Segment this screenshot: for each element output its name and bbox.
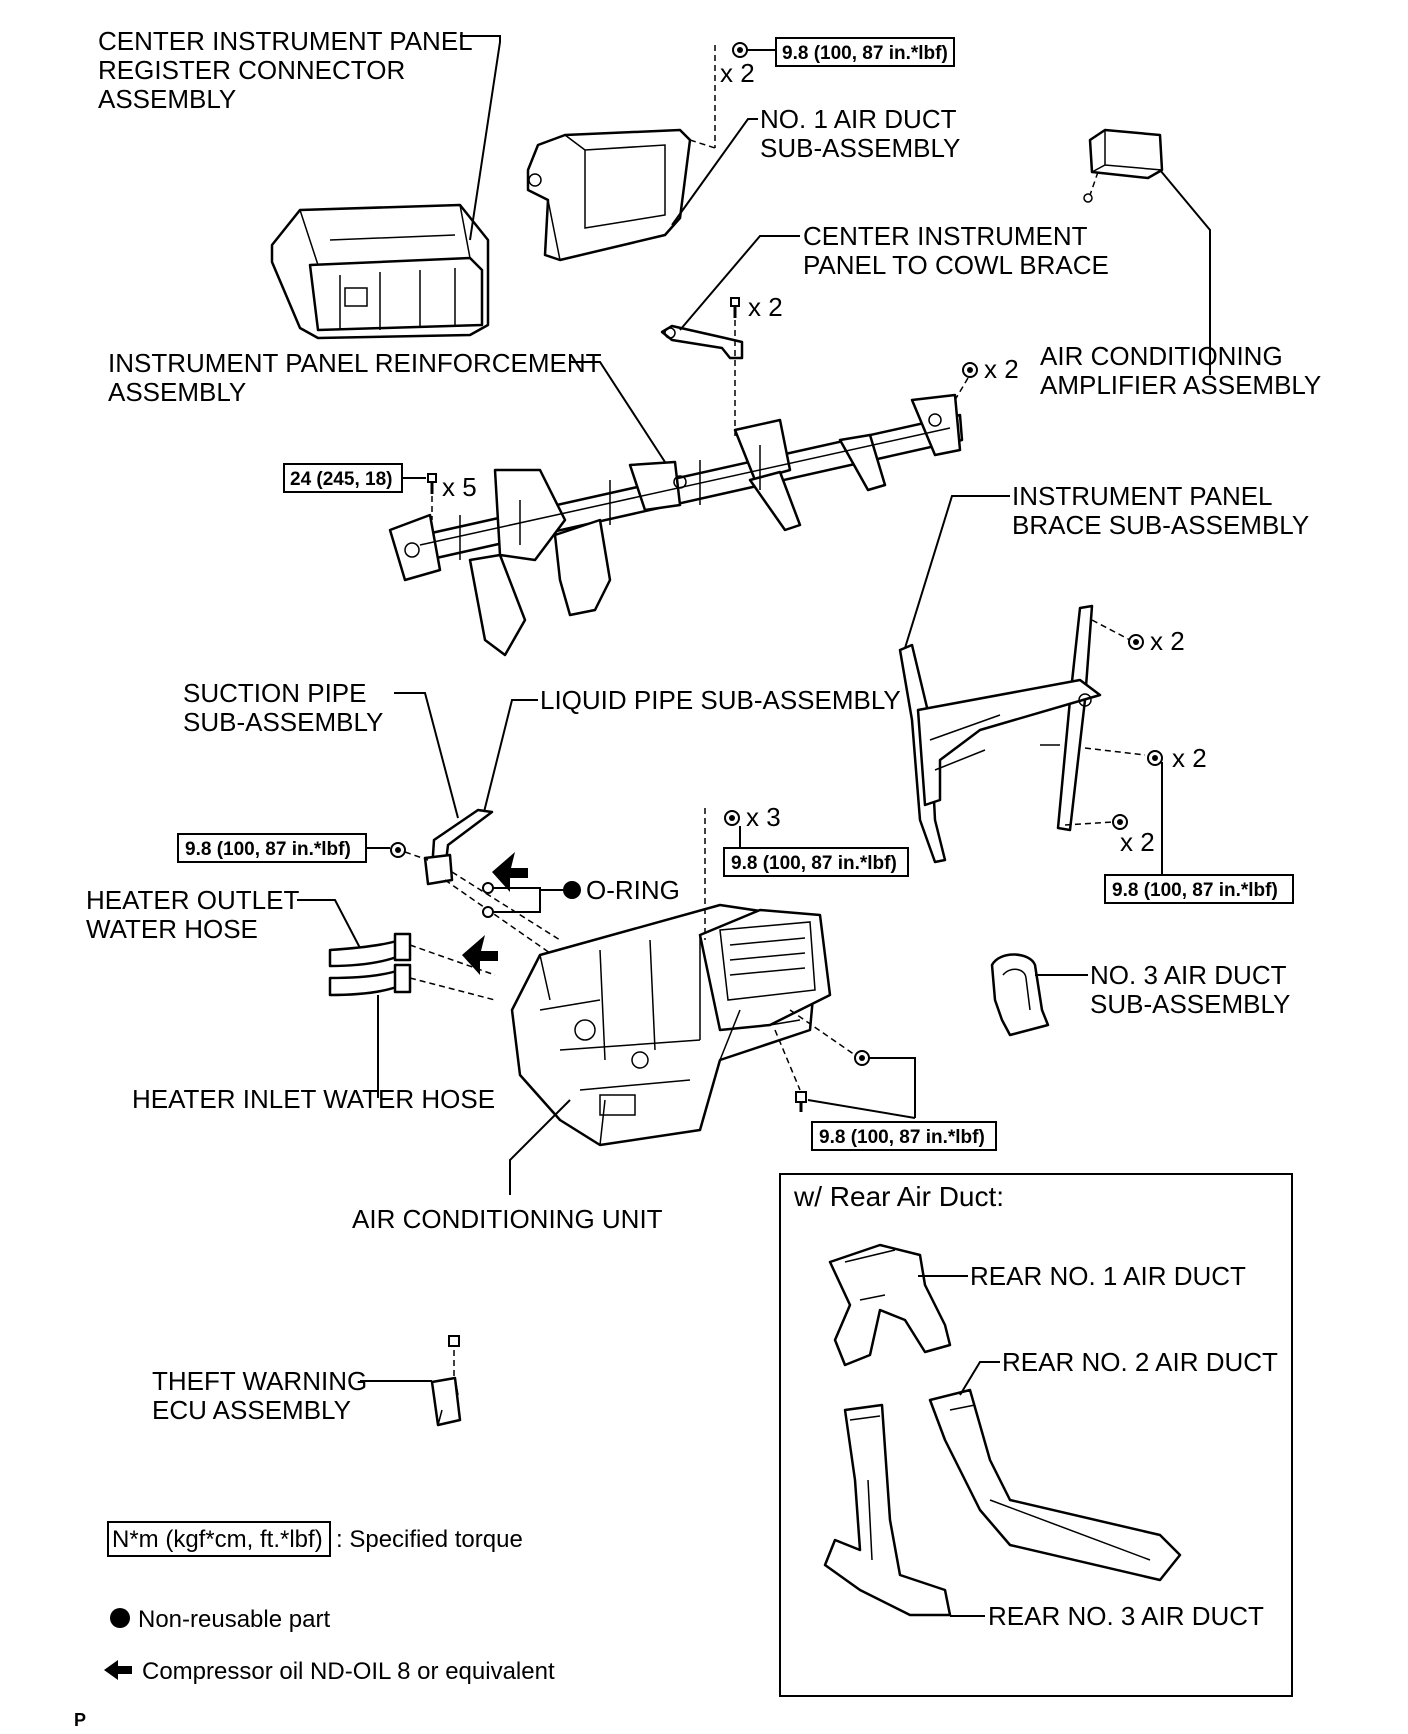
label-rear-no1: REAR NO. 1 AIR DUCT: [970, 1261, 1246, 1291]
label-heater-inlet: HEATER INLET WATER HOSE: [132, 1084, 495, 1114]
rear-no3-duct-part: [823, 1403, 952, 1617]
label-cowl-brace-1: CENTER INSTRUMENT: [803, 221, 1088, 251]
qty-4: x 2: [984, 354, 1019, 384]
label-o-ring: O-RING: [586, 875, 680, 905]
center-register-connector-part: [270, 203, 490, 340]
torque-1: 9.8 (100, 87 in.*lbf): [782, 43, 948, 64]
qty-2: x 2: [748, 292, 783, 322]
qty-5: x 2: [1150, 626, 1185, 656]
arrow-left-icon: [104, 1660, 132, 1680]
reinforcement-part: [388, 393, 964, 657]
nut-icon: [732, 42, 748, 58]
torque-box-2: [283, 463, 403, 493]
label-no1-duct-1: NO. 1 AIR DUCT: [760, 104, 957, 134]
torque-box-5: [723, 847, 909, 877]
label-ac-amp-2: AMPLIFIER ASSEMBLY: [1040, 370, 1321, 400]
legend-torque-box: [107, 1521, 331, 1557]
qty-6: x 2: [1172, 743, 1207, 773]
arrow-icon: [462, 935, 498, 975]
cowl-brace-part: [660, 324, 744, 360]
label-rear-no2: REAR NO. 2 AIR DUCT: [1002, 1347, 1278, 1377]
label-center-register-2: REGISTER CONNECTOR: [98, 55, 405, 85]
ac-unit-part: [510, 903, 832, 1147]
theft-ecu-part: [430, 1335, 462, 1427]
nut-icon: [1128, 634, 1144, 650]
label-no3-duct-1: NO. 3 AIR DUCT: [1090, 960, 1287, 990]
nut-icon: [1112, 814, 1128, 830]
label-center-register-3: ASSEMBLY: [98, 84, 236, 114]
corner-mark: P: [74, 1710, 86, 1730]
label-cowl-brace-2: PANEL TO COWL BRACE: [803, 250, 1109, 280]
filled-circle-icon: [563, 881, 581, 899]
qty-1: x 2: [720, 58, 755, 88]
nut-icon: [854, 1050, 870, 1066]
qty-8: x 3: [746, 802, 781, 832]
bolt-icon: [427, 473, 437, 494]
label-theft-1: THEFT WARNING: [152, 1366, 367, 1396]
label-center-register-1: CENTER INSTRUMENT PANEL: [98, 26, 473, 56]
label-suction-1: SUCTION PIPE: [183, 678, 366, 708]
arrow-icon: [492, 852, 528, 892]
label-ip-brace-2: BRACE SUB-ASSEMBLY: [1012, 510, 1309, 540]
label-heater-outlet-2: WATER HOSE: [86, 914, 258, 944]
rear-box-title: w/ Rear Air Duct:: [793, 1181, 1004, 1212]
label-suction-2: SUB-ASSEMBLY: [183, 707, 383, 737]
filled-circle-icon: [110, 1608, 130, 1628]
label-rear-no3: REAR NO. 3 AIR DUCT: [988, 1601, 1264, 1631]
label-ac-unit: AIR CONDITIONING UNIT: [352, 1204, 663, 1234]
nut-icon: [724, 810, 740, 826]
label-ac-amp-1: AIR CONDITIONING: [1040, 341, 1283, 371]
nut-icon: [1147, 750, 1163, 766]
qty-3: x 5: [442, 472, 477, 502]
no3-air-duct-part: [990, 953, 1050, 1037]
label-no3-duct-2: SUB-ASSEMBLY: [1090, 989, 1290, 1019]
torque-box-4: [177, 833, 367, 863]
label-theft-2: ECU ASSEMBLY: [152, 1395, 351, 1425]
label-reinforcement-1: INSTRUMENT PANEL REINFORCEMENT: [108, 348, 602, 378]
legend-torque-text: : Specified torque: [336, 1526, 523, 1553]
label-liquid-pipe: LIQUID PIPE SUB-ASSEMBLY: [540, 685, 901, 715]
torque-box-3: [1104, 874, 1294, 904]
label-ip-brace-1: INSTRUMENT PANEL: [1012, 481, 1273, 511]
torque-4: 9.8 (100, 87 in.*lbf): [185, 839, 351, 860]
ip-brace-part: [898, 604, 1102, 864]
torque-5: 9.8 (100, 87 in.*lbf): [731, 853, 897, 874]
bolt-icon: [730, 297, 740, 318]
label-no1-duct-2: SUB-ASSEMBLY: [760, 133, 960, 163]
label-reinforcement-2: ASSEMBLY: [108, 377, 246, 407]
torque-box-1: [775, 37, 955, 67]
no1-air-duct-part: [526, 128, 692, 262]
torque-6: 9.8 (100, 87 in.*lbf): [819, 1127, 985, 1148]
heater-hoses-part: [328, 932, 412, 997]
label-heater-outlet-1: HEATER OUTLET: [86, 885, 299, 915]
legend-torque-units: N*m (kgf*cm, ft.*lbf): [112, 1526, 323, 1553]
bolt-icon: [795, 1091, 807, 1112]
torque-2: 24 (245, 18): [290, 469, 392, 490]
nut-icon: [390, 842, 406, 858]
torque-3: 9.8 (100, 87 in.*lbf): [1112, 880, 1278, 901]
qty-7: x 2: [1120, 827, 1155, 857]
torque-box-6: [811, 1121, 997, 1151]
rear-no2-duct-part: [928, 1388, 1182, 1582]
legend-non-reusable: Non-reusable part: [138, 1606, 330, 1633]
ac-amplifier-part: [1083, 128, 1164, 203]
nut-icon: [962, 362, 978, 378]
suction-pipe-part: [423, 808, 494, 886]
legend-compressor-oil: Compressor oil ND-OIL 8 or equivalent: [142, 1658, 555, 1685]
